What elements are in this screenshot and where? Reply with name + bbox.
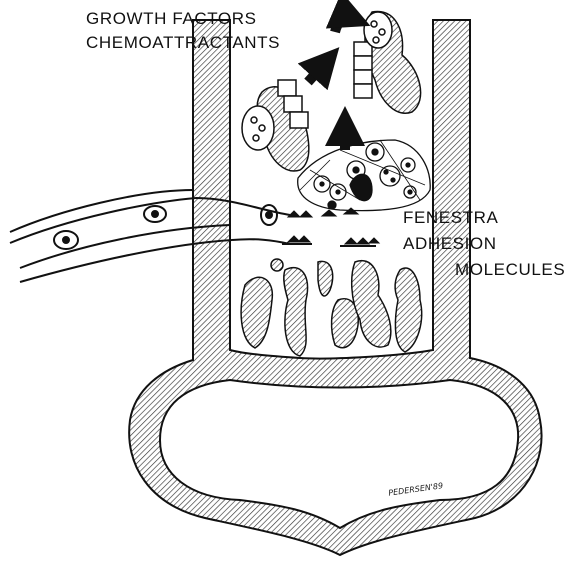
- label-growth-factors: GROWTH FACTORS: [86, 9, 257, 29]
- bone-cortex: [129, 20, 541, 555]
- label-chemoattractants: CHEMOATTRACTANTS: [86, 33, 280, 53]
- osteoblast-left: [242, 80, 309, 171]
- label-fenestra: FENESTRA: [403, 208, 498, 228]
- artist-signature: PEDERSEN'89: [388, 481, 444, 498]
- osteoblast-right: [354, 12, 421, 114]
- endothelial-cells: [282, 208, 379, 246]
- trabeculae: [241, 259, 421, 356]
- migration-arrows: [308, 17, 352, 150]
- label-adhesion: ADHESION: [403, 234, 497, 254]
- blood-vessel: [10, 190, 290, 282]
- hematopoietic-cluster: [298, 140, 431, 211]
- label-molecules: MOLECULES: [455, 260, 565, 280]
